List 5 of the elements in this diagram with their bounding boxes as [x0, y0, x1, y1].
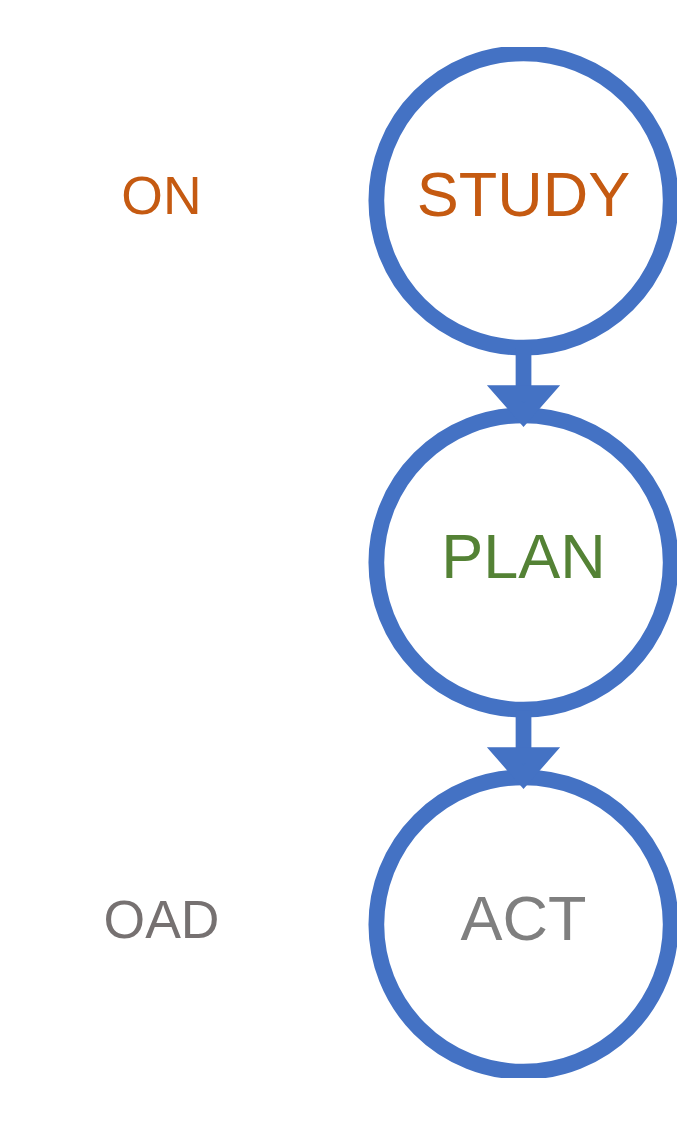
node-circle: ACT [368, 769, 677, 1078]
label: ON [121, 165, 202, 225]
node-circle: PLAN [368, 406, 677, 718]
label: OAD [103, 889, 220, 949]
node-circle: STUDY [368, 46, 677, 355]
